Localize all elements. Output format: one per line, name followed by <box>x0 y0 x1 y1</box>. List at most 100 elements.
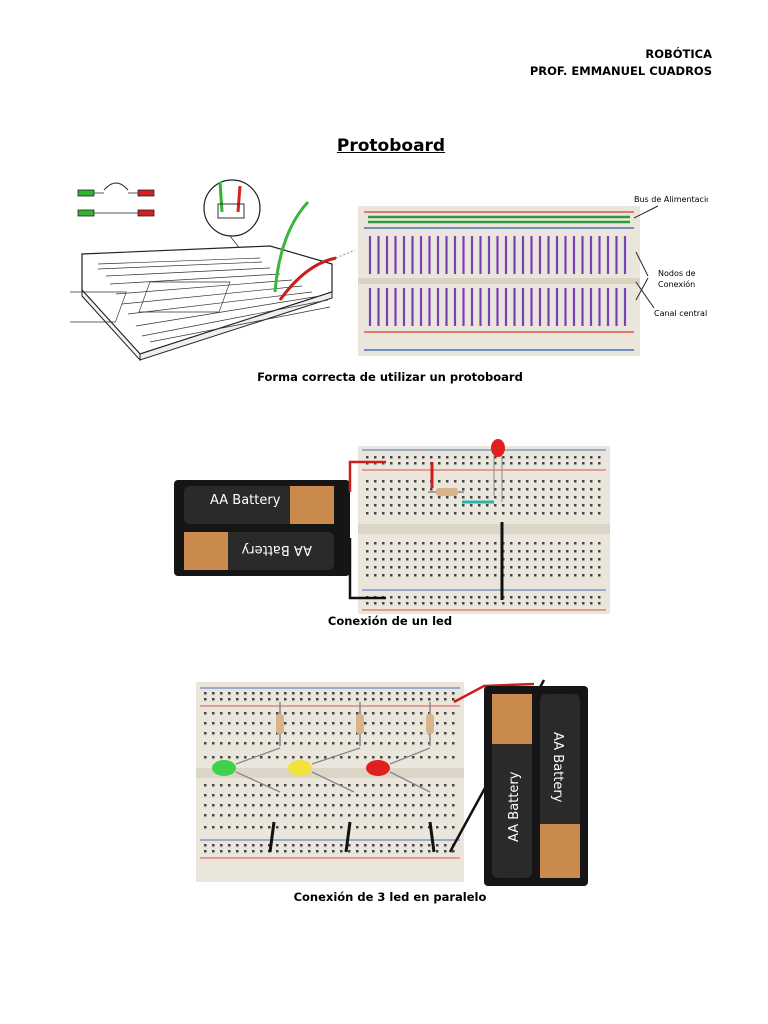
breadboard-hole <box>422 512 425 515</box>
breadboard-hole <box>236 794 239 797</box>
breadboard-hole <box>212 804 215 807</box>
breadboard-hole <box>446 512 449 515</box>
breadboard-hole <box>422 504 425 507</box>
breadboard-hole <box>454 558 457 561</box>
breadboard-hole <box>518 550 521 553</box>
breadboard-hole <box>372 804 375 807</box>
breadboard-hole <box>252 722 255 725</box>
breadboard-hole <box>454 462 457 465</box>
breadboard-hole <box>420 712 423 715</box>
breadboard-hole <box>598 488 601 491</box>
breadboard-hole <box>260 756 263 759</box>
breadboard-hole <box>268 722 271 725</box>
breadboard-hole <box>396 844 399 847</box>
breadboard-hole <box>566 566 569 569</box>
breadboard-hole <box>372 826 375 829</box>
breadboard-hole <box>398 566 401 569</box>
breadboard-hole <box>324 722 327 725</box>
breadboard-hole <box>220 804 223 807</box>
breadboard-hole <box>462 496 465 499</box>
breadboard-hole <box>380 732 383 735</box>
breadboard-hole <box>486 462 489 465</box>
breadboard-hole <box>348 844 351 847</box>
breadboard-hole <box>388 804 391 807</box>
breadboard-hole <box>398 558 401 561</box>
breadboard-hole <box>366 558 369 561</box>
breadboard-hole <box>276 804 279 807</box>
breadboard-hole <box>446 462 449 465</box>
breadboard-hole <box>236 826 239 829</box>
breadboard-hole <box>390 566 393 569</box>
breadboard-hole <box>462 566 465 569</box>
breadboard-hole <box>414 488 417 491</box>
breadboard-hole <box>486 488 489 491</box>
breadboard-hole <box>444 712 447 715</box>
breadboard-hole <box>436 826 439 829</box>
breadboard-hole <box>356 804 359 807</box>
breadboard-hole <box>204 804 207 807</box>
breadboard-hole <box>356 844 359 847</box>
breadboard-hole <box>348 850 351 853</box>
breadboard-hole <box>526 496 529 499</box>
breadboard-hole <box>566 550 569 553</box>
breadboard-hole <box>452 712 455 715</box>
breadboard-hole <box>598 566 601 569</box>
bus-label: Bus de Alimentación <box>634 194 708 204</box>
breadboard-hole <box>252 692 255 695</box>
breadboard-hole <box>364 722 367 725</box>
breadboard-hole <box>366 566 369 569</box>
breadboard-hole <box>470 596 473 599</box>
breadboard-hole <box>356 814 359 817</box>
breadboard-hole <box>364 804 367 807</box>
breadboard-hole <box>502 496 505 499</box>
breadboard-hole <box>510 602 513 605</box>
breadboard-hole <box>382 558 385 561</box>
breadboard-hole <box>454 504 457 507</box>
breadboard-hole <box>348 756 351 759</box>
breadboard-hole <box>244 756 247 759</box>
breadboard-hole <box>398 596 401 599</box>
breadboard-hole <box>510 512 513 515</box>
breadboard-hole <box>444 850 447 853</box>
breadboard-hole <box>462 456 465 459</box>
breadboard-hole <box>382 542 385 545</box>
breadboard-hole <box>566 574 569 577</box>
breadboard-hole <box>438 574 441 577</box>
breadboard-hole <box>236 692 239 695</box>
breadboard-hole <box>380 698 383 701</box>
breadboard-hole <box>558 480 561 483</box>
breadboard-hole <box>414 496 417 499</box>
breadboard-hole <box>486 596 489 599</box>
breadboard-hole <box>260 698 263 701</box>
subject-title: ROBÓTICA <box>645 47 712 61</box>
breadboard-hole <box>422 480 425 483</box>
breadboard-hole <box>542 574 545 577</box>
breadboard-hole <box>300 784 303 787</box>
breadboard-hole <box>348 712 351 715</box>
breadboard-hole <box>300 826 303 829</box>
breadboard-hole <box>374 496 377 499</box>
red-led <box>366 760 390 776</box>
breadboard-hole <box>228 844 231 847</box>
breadboard-hole <box>598 480 601 483</box>
breadboard-hole <box>372 692 375 695</box>
breadboard-hole <box>444 794 447 797</box>
breadboard-hole <box>244 698 247 701</box>
breadboard-hole <box>404 698 407 701</box>
breadboard-hole <box>452 804 455 807</box>
breadboard-hole <box>300 794 303 797</box>
breadboard-hole <box>574 550 577 553</box>
breadboard-hole <box>412 692 415 695</box>
breadboard-hole <box>332 844 335 847</box>
breadboard-hole <box>574 456 577 459</box>
breadboard-hole <box>518 574 521 577</box>
breadboard-hole <box>574 512 577 515</box>
breadboard-hole <box>388 756 391 759</box>
breadboard-hole <box>494 566 497 569</box>
breadboard-hole <box>542 602 545 605</box>
breadboard-hole <box>582 550 585 553</box>
breadboard-hole <box>486 558 489 561</box>
breadboard-hole <box>452 814 455 817</box>
breadboard-hole <box>252 844 255 847</box>
breadboard-hole <box>510 566 513 569</box>
